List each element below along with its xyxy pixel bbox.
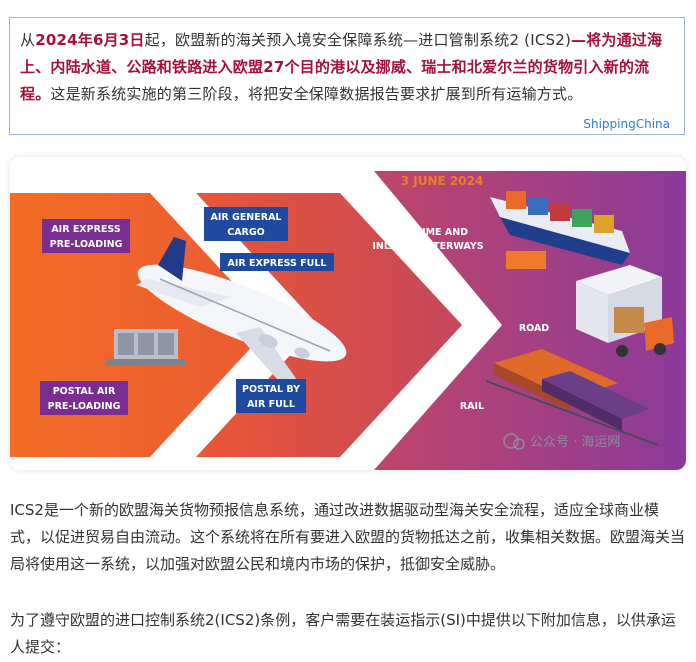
watermark: 公众号 · 海运网 [503, 433, 620, 450]
svg-text:INLAND WATERWAYS: INLAND WATERWAYS [372, 241, 483, 252]
tag-postal-by-air-full: POSTAL BY AIR FULL [236, 379, 306, 413]
svg-text:POSTAL BY: POSTAL BY [242, 384, 300, 395]
svg-text:AIR FULL: AIR FULL [247, 399, 295, 410]
paragraph-ics2-intro: ICS2是一个新的欧盟海关货物预报信息系统，通过改进数据驱动型海关安全流程，适应… [10, 501, 686, 573]
callout-highlight: —将为通过海上、内陆水道、公路和铁路进入欧盟27个目的港以及挪威、瑞士和北爱尔兰… [20, 31, 663, 103]
callout-segment-1: 从 [20, 31, 36, 49]
svg-text:RAIL: RAIL [460, 401, 484, 412]
tag-air-express-preloading: AIR EXPRESS PRE-LOADING [42, 219, 130, 253]
wechat-icon [503, 433, 519, 449]
svg-text:AIR EXPRESS: AIR EXPRESS [51, 224, 121, 235]
tag-maritime: MARITIME AND INLAND WATERWAYS [372, 227, 483, 252]
callout-text: 从2024年6月3日起，欧盟新的海关预入境安全保障系统—进口管制系统2 (ICS… [20, 27, 678, 108]
tag-air-express-full: AIR EXPRESS FULL [220, 253, 334, 271]
tag-rail: RAIL [460, 401, 484, 412]
orange-container-icon [506, 251, 546, 269]
cargo-loader-icon [106, 329, 186, 365]
svg-text:CARGO: CARGO [227, 227, 265, 238]
container-ship-icon [490, 191, 630, 265]
callout-segment-5: 这是新系统实施的第三阶段，将把安全保障数据报告要求扩展到所有运输方式。 [50, 85, 583, 103]
svg-text:POSTAL AIR: POSTAL AIR [53, 386, 116, 397]
date-label: 3 JUNE 2024 [401, 174, 484, 188]
svg-text:MARITIME AND: MARITIME AND [388, 227, 468, 238]
ics2-infographic: AIR EXPRESS PRE-LOADING AIR GENERAL CARG… [10, 157, 686, 470]
tag-postal-air-preloading: POSTAL AIR PRE-LOADING [40, 381, 128, 415]
train-icon [485, 349, 659, 446]
svg-text:公众号 · 海运网: 公众号 · 海运网 [530, 435, 620, 450]
brand-label: ShippingChina [583, 117, 670, 131]
tag-road: ROAD [519, 323, 549, 334]
callout-segment-3: 起，欧盟新的海关预入境安全保障系统—进口管制系统2 (ICS2) [144, 31, 572, 49]
tag-air-general-cargo: AIR GENERAL CARGO [204, 207, 288, 241]
svg-text:PRE-LOADING: PRE-LOADING [50, 239, 123, 250]
svg-text:ROAD: ROAD [519, 323, 549, 334]
svg-text:PRE-LOADING: PRE-LOADING [48, 401, 121, 412]
airplane-icon [136, 237, 347, 393]
summary-callout: 从2024年6月3日起，欧盟新的海关预入境安全保障系统—进口管制系统2 (ICS… [9, 17, 685, 135]
callout-date: 2024年6月3日 [35, 31, 145, 49]
paragraph-ics2-requirements: 为了遵守欧盟的进口控制系统2(ICS2)条例，客户需要在装运指示(SI)中提供以… [10, 611, 676, 656]
truck-icon [576, 265, 674, 357]
svg-text:AIR GENERAL: AIR GENERAL [211, 212, 282, 223]
svg-text:AIR EXPRESS FULL: AIR EXPRESS FULL [228, 258, 327, 269]
infographic-svg: AIR EXPRESS PRE-LOADING AIR GENERAL CARG… [10, 157, 686, 470]
